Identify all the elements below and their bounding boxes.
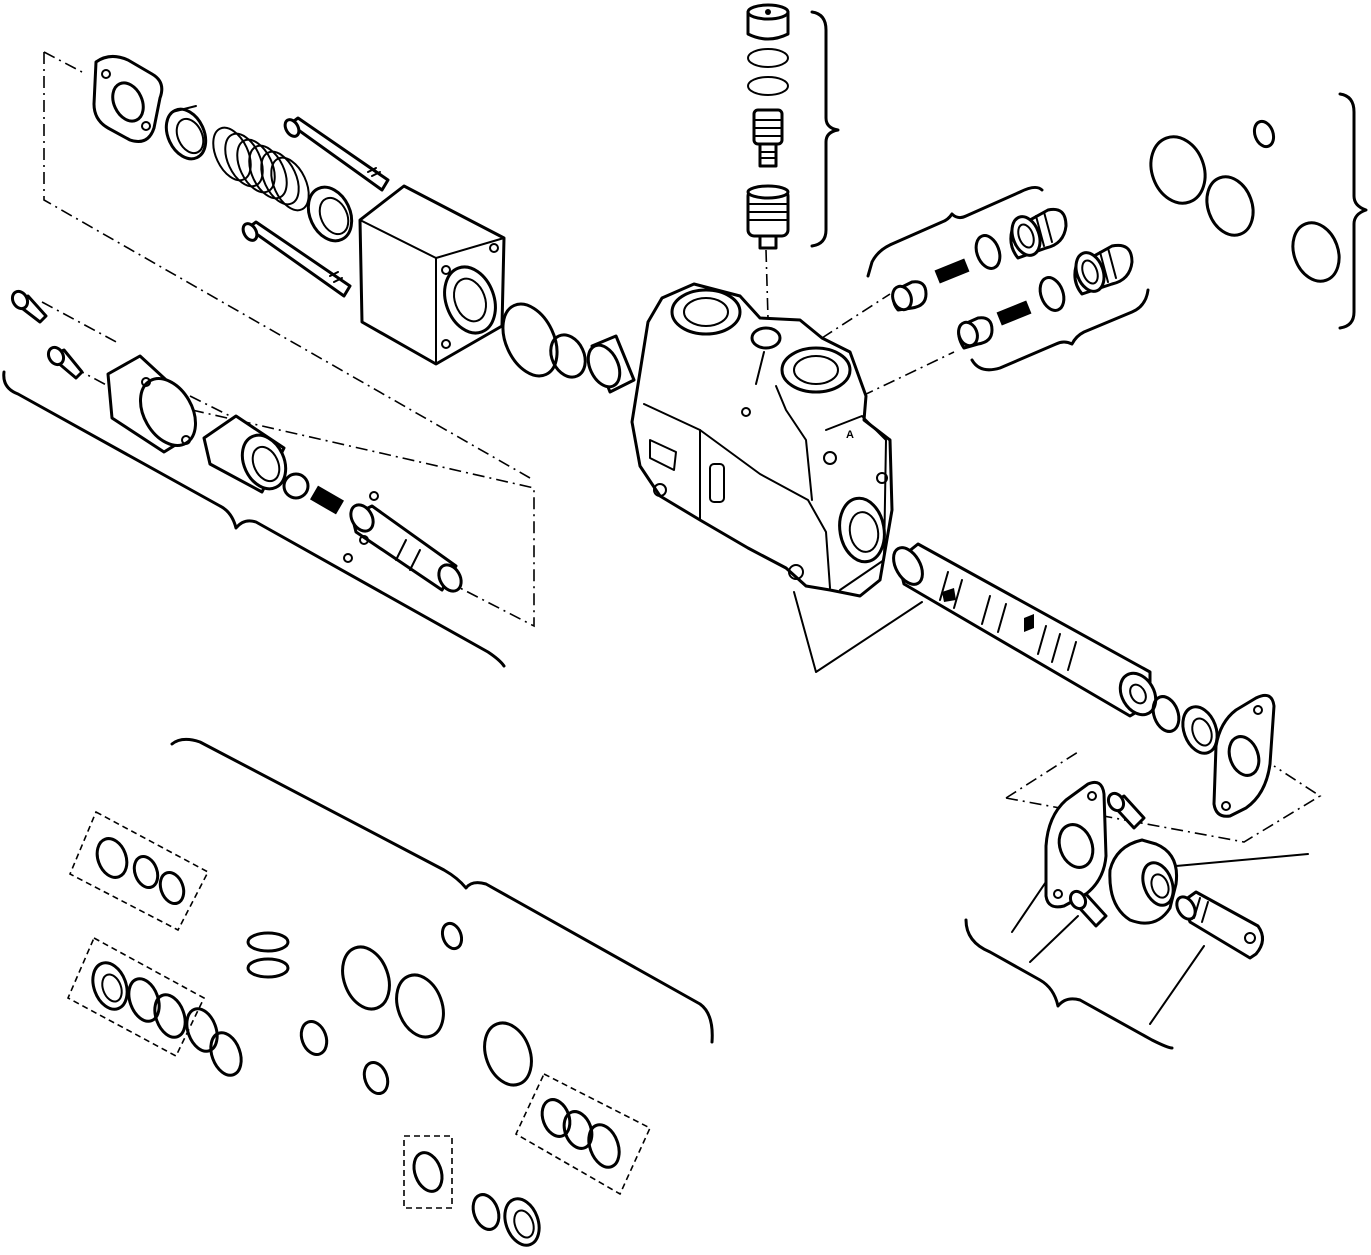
return-spring	[212, 126, 310, 212]
detent-assembly	[10, 289, 463, 593]
block-o-ring-small	[549, 333, 587, 379]
lever-flange-plate	[1044, 780, 1108, 909]
lever-screw-upper	[1106, 791, 1146, 830]
work-port-top-right	[780, 346, 852, 394]
port-a-marking: A	[846, 429, 854, 441]
lever-clevis	[1175, 890, 1264, 960]
flange-gasket-top	[92, 55, 164, 143]
detent-cap	[106, 354, 197, 454]
seal-kit-parts	[66, 810, 652, 1247]
cartridge-body	[746, 184, 790, 250]
detent-spring	[310, 485, 344, 515]
spring-end-assembly	[92, 55, 636, 394]
spool-o-ring	[1151, 695, 1181, 733]
spring-housing-block	[358, 184, 506, 366]
cap-screw-long-upper	[283, 116, 390, 192]
spool-wiper-seal	[1181, 705, 1219, 755]
check-poppet-lower	[957, 316, 994, 350]
detent-ball-small-1	[369, 491, 379, 501]
check-valve-upper	[891, 207, 1068, 312]
brace-lever-kit	[964, 918, 1174, 1050]
small-screw-1	[10, 289, 48, 324]
check-o-ring-lower	[1038, 276, 1066, 312]
large-o-ring-2	[1205, 175, 1255, 237]
brace-seals-upper-right	[1338, 92, 1368, 330]
flange-gasket-right	[1212, 693, 1276, 818]
check-o-ring-upper	[974, 234, 1002, 270]
seal-group-box-4	[403, 1135, 453, 1209]
cap-screw-long-lower	[241, 220, 352, 298]
check-spring-lower	[996, 300, 1032, 326]
check-plug-upper	[1009, 207, 1068, 260]
detent-sleeve	[202, 414, 288, 494]
leader-lines	[793, 591, 1309, 1025]
wiper-seal-bottom	[503, 1197, 541, 1247]
brace-check-valve-upper	[866, 185, 1044, 278]
check-valve-lower	[957, 243, 1134, 350]
seal-group-box-3	[514, 1072, 652, 1196]
spool-end-pin	[349, 503, 463, 593]
small-screw-2	[46, 345, 84, 380]
check-spring-upper	[934, 258, 970, 284]
spacer-sleeve	[586, 334, 636, 394]
detent-ball-small-2	[359, 535, 369, 545]
body-slot	[709, 463, 725, 503]
brace-cartridge-group	[810, 10, 840, 248]
cartridge-o-ring-1	[747, 48, 789, 68]
brace-check-valve-lower	[970, 288, 1150, 372]
upper-right-seals	[1149, 119, 1341, 283]
large-o-ring-1	[1149, 135, 1207, 205]
lever-screw-lower	[1068, 889, 1108, 928]
pilot-cartridge-stack	[746, 3, 790, 250]
brace-spring-cap-group	[2, 370, 506, 668]
spring-seat-inner	[306, 185, 354, 243]
check-plug-lower	[1073, 243, 1134, 296]
lever-end-assembly	[1044, 693, 1276, 960]
detent-ball-small-3	[343, 553, 353, 563]
cartridge-poppet	[752, 108, 784, 168]
seal-group-box-1	[68, 810, 210, 932]
spring-seat	[164, 105, 208, 161]
seal-group-box-2	[66, 936, 206, 1058]
brace-seal-kit	[170, 737, 714, 1044]
cartridge-plug	[746, 3, 790, 41]
lever-boot-cap	[1108, 838, 1179, 925]
large-o-ring-3	[1291, 221, 1341, 283]
main-spool	[892, 542, 1158, 718]
check-poppet-upper	[891, 280, 928, 312]
work-port-top-left	[670, 288, 742, 336]
pilot-port-top	[750, 326, 782, 350]
detent-ball	[282, 472, 310, 500]
valve-section-body: A	[630, 282, 894, 598]
small-o-ring	[1252, 119, 1276, 149]
cartridge-o-ring-2	[747, 76, 789, 96]
block-o-ring-large	[501, 302, 559, 378]
spool-bore	[838, 496, 886, 564]
